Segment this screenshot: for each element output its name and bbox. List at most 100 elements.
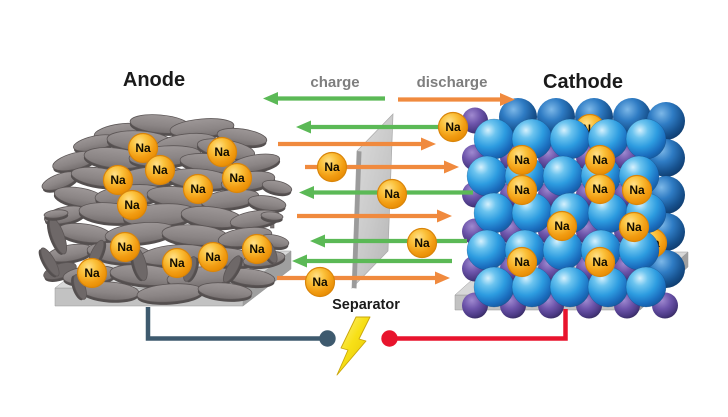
charge-label: charge — [310, 74, 359, 91]
separator-plate-edge — [352, 151, 362, 289]
na-ion: Na — [506, 174, 538, 206]
discharge-label: discharge — [417, 74, 488, 91]
na-symbol: Na — [514, 255, 530, 269]
na-symbol: Na — [324, 160, 340, 174]
arrow-head — [263, 92, 278, 105]
na-ion: Na — [437, 111, 469, 143]
graphite-flake — [222, 255, 243, 284]
na-ion: Na — [76, 257, 108, 289]
na-ion: Na — [161, 247, 193, 279]
na-sphere — [546, 210, 578, 242]
na-ion: Na — [376, 178, 408, 210]
blue-sphere — [473, 192, 515, 234]
graphite-flake — [136, 283, 204, 305]
na-sphere — [437, 111, 469, 143]
discharge-arrow — [398, 93, 515, 106]
discharge-arrow — [277, 271, 450, 285]
cathode-label: Cathode — [543, 71, 623, 93]
na-symbol: Na — [124, 198, 140, 212]
graphite-flake — [43, 209, 69, 221]
anode-label: Anode — [123, 69, 185, 91]
na-symbol: Na — [514, 183, 530, 197]
flake-face — [261, 179, 293, 195]
na-ion: Na — [197, 241, 229, 273]
na-ion: Na — [241, 233, 273, 265]
na-sphere — [506, 246, 538, 278]
na-sphere — [506, 144, 538, 176]
na-symbol: Na — [169, 256, 185, 270]
na-symbol: Na — [229, 171, 245, 185]
blue-sphere — [466, 229, 508, 271]
discharge-arrow — [278, 137, 436, 151]
charge-arrow — [310, 234, 467, 248]
na-symbol: Na — [205, 250, 221, 264]
na-symbol: Na — [190, 182, 206, 196]
na-ion: Na — [584, 144, 616, 176]
na-symbol: Na — [592, 255, 608, 269]
arrow-head — [292, 254, 307, 268]
na-ion: Na — [127, 132, 159, 164]
na-ion: Na — [109, 231, 141, 263]
flake-face — [43, 209, 69, 219]
na-ion: Na — [584, 173, 616, 205]
na-sphere — [506, 174, 538, 206]
na-symbol: Na — [312, 275, 328, 289]
na-sphere — [406, 227, 438, 259]
na-sphere — [304, 266, 336, 298]
arrow-head — [435, 271, 450, 285]
na-symbol: Na — [117, 240, 133, 254]
arrow-head — [421, 137, 436, 151]
graphite-flake — [261, 179, 293, 197]
flake-face — [222, 255, 242, 283]
na-symbol: Na — [249, 242, 265, 256]
na-sphere — [197, 241, 229, 273]
blue-sphere — [625, 266, 667, 308]
na-symbol: Na — [554, 219, 570, 233]
na-symbol: Na — [135, 141, 151, 155]
na-symbol: Na — [629, 183, 645, 197]
discharge-arrow — [297, 209, 452, 223]
na-sphere — [182, 173, 214, 205]
na-sphere — [109, 231, 141, 263]
na-ion: Na — [316, 151, 348, 183]
blue-sphere — [549, 118, 591, 160]
na-sphere — [127, 132, 159, 164]
graphite-flake — [200, 188, 260, 212]
arrow-head — [500, 93, 515, 106]
na-ion: Na — [182, 173, 214, 205]
na-sphere — [584, 246, 616, 278]
lightning-bolt-icon — [336, 316, 371, 376]
na-symbol: Na — [214, 145, 230, 159]
na-symbol: Na — [84, 266, 100, 280]
separator-label: Separator — [332, 297, 400, 313]
na-ion: Na — [144, 154, 176, 186]
na-sphere — [144, 154, 176, 186]
na-sphere — [116, 189, 148, 221]
na-ion: Na — [406, 227, 438, 259]
na-symbol: Na — [445, 120, 461, 134]
na-sphere — [618, 211, 650, 243]
flake-face — [247, 195, 287, 211]
flake-face — [260, 211, 284, 221]
blue-sphere — [542, 155, 584, 197]
na-sphere — [161, 247, 193, 279]
na-ion: Na — [621, 174, 653, 206]
negative-terminal-node — [319, 330, 336, 347]
na-symbol: Na — [592, 182, 608, 196]
graphite-flake — [57, 222, 113, 246]
na-sphere — [316, 151, 348, 183]
na-ion: Na — [618, 211, 650, 243]
flake-face — [40, 247, 60, 277]
na-sphere — [584, 173, 616, 205]
na-ion: Na — [506, 144, 538, 176]
negative-wire — [145, 307, 321, 341]
na-sphere — [376, 178, 408, 210]
na-symbol: Na — [384, 187, 400, 201]
blue-sphere — [473, 118, 515, 160]
na-symbol: Na — [414, 236, 430, 250]
na-ion: Na — [221, 162, 253, 194]
arrow-head — [296, 120, 311, 134]
